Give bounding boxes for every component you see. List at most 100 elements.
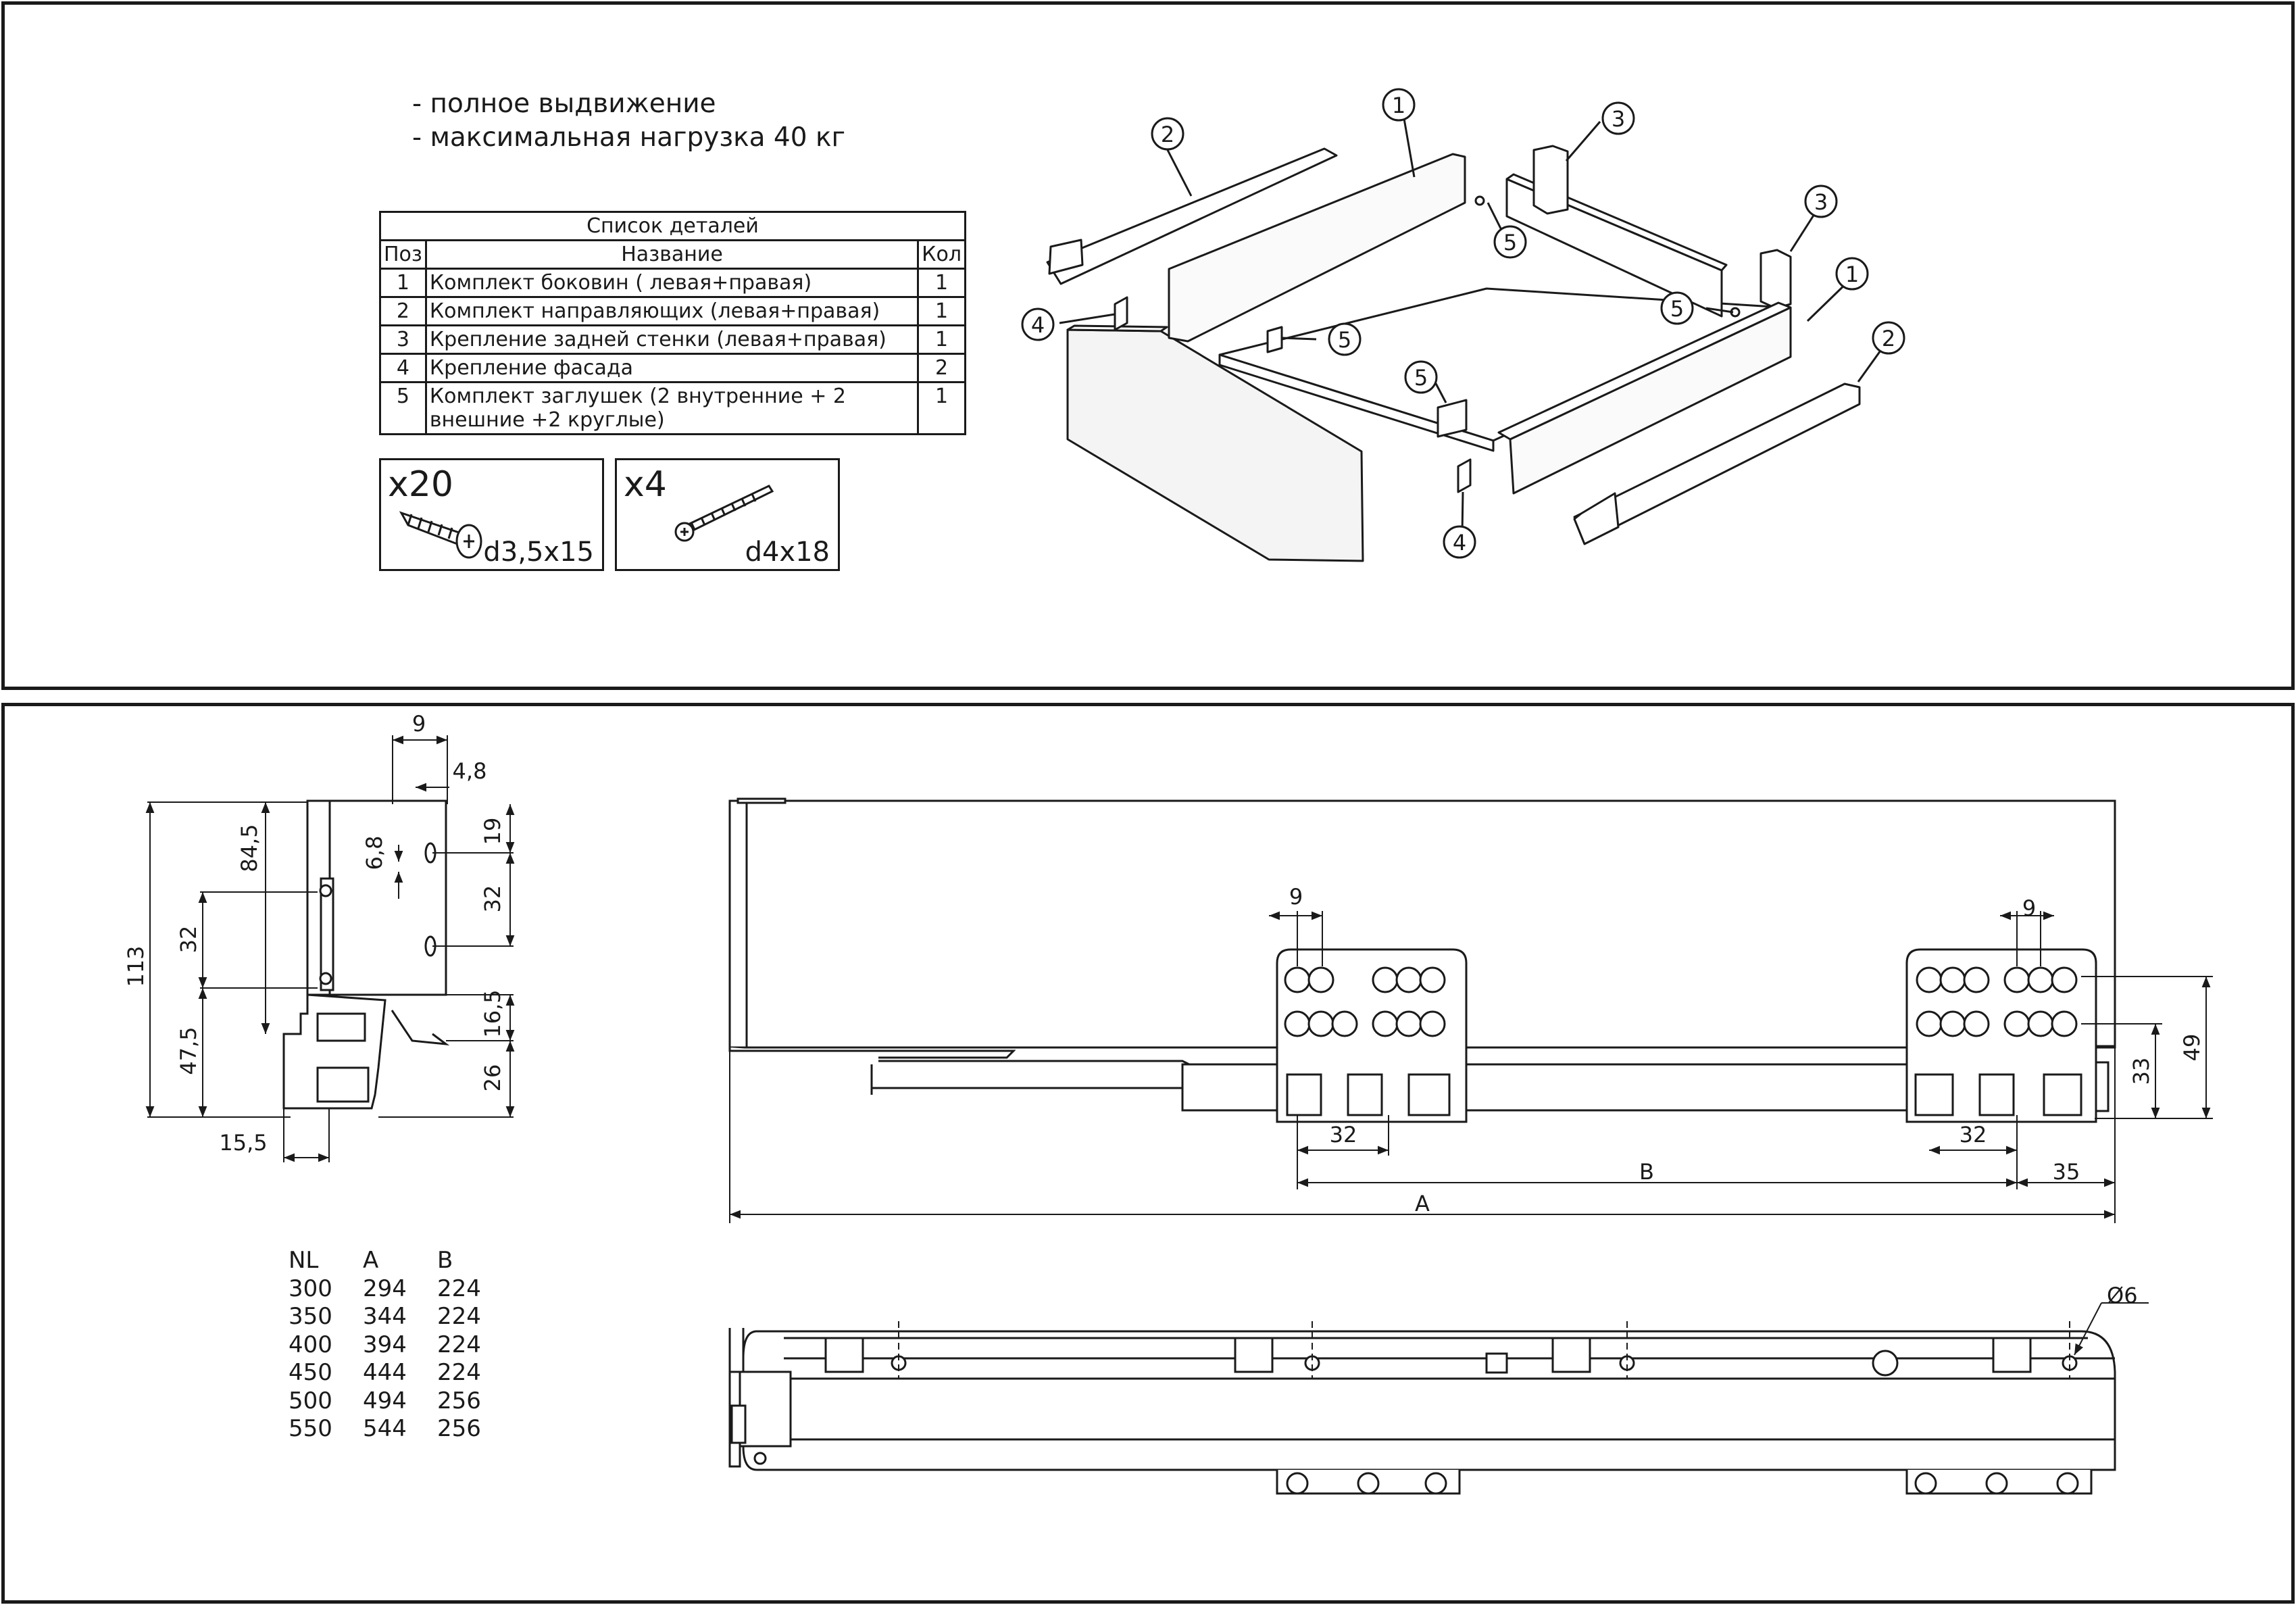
side-profile-dims	[145, 735, 515, 1162]
callout-1a: 1	[1382, 88, 1416, 122]
cell-b: 224	[437, 1275, 481, 1302]
svg-text:5: 5	[1503, 230, 1517, 255]
drawer-assembly-illustration	[1046, 145, 1861, 562]
cell-a: 294	[363, 1275, 407, 1302]
table-row: 2 Комплект направляющих (левая+правая) 1	[379, 296, 966, 326]
callout-2b: 2	[1872, 321, 1905, 355]
dim-16-5: 16,5	[480, 989, 505, 1037]
cell-b: 256	[437, 1387, 481, 1414]
svg-text:4: 4	[1453, 530, 1466, 555]
dim-4-8: 4,8	[453, 758, 487, 784]
row-name: Комплект боковин ( левая+правая)	[424, 268, 920, 298]
side-profile-drawing	[282, 799, 450, 1110]
screw-size: d3,5x15	[483, 537, 594, 568]
cell-b: 224	[437, 1331, 481, 1358]
cell-nl: 300	[289, 1275, 332, 1302]
cell-b: 224	[437, 1303, 481, 1330]
dim-84-5: 84,5	[236, 824, 262, 872]
dim-A: A	[1415, 1191, 1430, 1216]
table-row: 450 444 224	[289, 1359, 511, 1387]
callout-5c: 5	[1328, 322, 1362, 356]
col-header-a: A	[363, 1247, 379, 1274]
parts-table: Список деталей Поз Название Кол 1 Компле…	[379, 211, 966, 435]
svg-text:3: 3	[1612, 106, 1625, 132]
cell-a: 444	[363, 1359, 407, 1386]
nl-dimensions-table: NL A B 300 294 224 350 344 224 400 394 2…	[289, 1247, 511, 1443]
table-row: 300 294 224	[289, 1275, 511, 1304]
cell-a: 494	[363, 1387, 407, 1414]
col-header-pos: Поз	[379, 239, 427, 270]
callout-5a: 5	[1493, 225, 1527, 259]
dim-32-left: 32	[176, 926, 201, 954]
row-qty: 1	[917, 324, 966, 355]
screw-size: d4x18	[745, 537, 830, 568]
cell-a: 394	[363, 1331, 407, 1358]
callout-5d: 5	[1404, 360, 1438, 394]
cell-nl: 500	[289, 1387, 332, 1414]
row-pos: 4	[379, 353, 427, 383]
row-pos: 2	[379, 296, 427, 326]
callout-circles: 1 1 2 2 3 3 4 4 5 5 5 5	[1021, 88, 1905, 559]
screw-count: x20	[388, 464, 453, 505]
col-header-b: B	[437, 1247, 453, 1274]
side-dim-labels: 9 4,8 19 6,8 84,5 32 32 113 16,5 47,5 26…	[123, 711, 505, 1156]
row-pos: 5	[379, 381, 427, 435]
row-pos: 1	[379, 268, 427, 298]
row-pos: 3	[379, 324, 427, 355]
table-row: 4 Крепление фасада 2	[379, 353, 966, 383]
dim-33: 33	[2128, 1058, 2154, 1085]
top-view-drawing	[728, 1328, 2116, 1495]
dim-32-left: 32	[1330, 1122, 1357, 1147]
row-name: Крепление задней стенки (левая+правая)	[424, 324, 920, 355]
front-view-drawing	[728, 797, 2116, 1112]
cell-b: 256	[437, 1415, 481, 1442]
svg-text:5: 5	[1338, 327, 1351, 353]
svg-text:1: 1	[1845, 262, 1859, 287]
flat-head-screw-icon	[399, 511, 482, 559]
dim-35: 35	[2053, 1159, 2080, 1185]
table-row: 3 Крепление задней стенки (левая+правая)…	[379, 324, 966, 355]
svg-text:2: 2	[1882, 326, 1895, 351]
table-row: 5 Комплект заглушек (2 внутренние + 2 вн…	[379, 381, 966, 435]
dim-47-5: 47,5	[176, 1027, 201, 1075]
dim-diameter-6: Ø6	[2107, 1283, 2138, 1308]
row-name: Комплект заглушек (2 внутренние + 2 внеш…	[424, 381, 920, 435]
table-row: 1 Комплект боковин ( левая+правая) 1	[379, 268, 966, 298]
row-qty: 1	[917, 381, 966, 435]
svg-text:3: 3	[1814, 189, 1828, 215]
svg-text:1: 1	[1392, 93, 1405, 118]
callout-4a: 4	[1021, 307, 1055, 341]
front-view-dims	[729, 911, 2213, 1223]
dim-6-8: 6,8	[361, 836, 387, 870]
feature-max-load: - максимальная нагрузка 40 кг	[412, 122, 846, 153]
screw-box-round: x4 d4x18	[615, 458, 840, 571]
dim-49: 49	[2179, 1034, 2205, 1062]
callout-3a: 3	[1601, 101, 1635, 135]
cell-nl: 350	[289, 1303, 332, 1330]
dim-32-right: 32	[1960, 1122, 1987, 1147]
callout-4b: 4	[1443, 525, 1476, 559]
front-mount-left	[1276, 948, 1468, 1123]
col-header-qty: Кол	[917, 239, 966, 270]
dim-19: 19	[480, 818, 505, 845]
callout-5b: 5	[1660, 291, 1694, 325]
screw-box-flat: x20 d3,5x15	[379, 458, 604, 571]
dim-32-right: 32	[480, 885, 505, 913]
table-row: 400 394 224	[289, 1331, 511, 1360]
row-qty: 1	[917, 268, 966, 298]
round-head-screw-icon	[674, 485, 774, 542]
svg-text:4: 4	[1031, 312, 1045, 338]
dim-9-right: 9	[2022, 895, 2036, 921]
callout-3b: 3	[1804, 184, 1838, 218]
feature-full-extension: - полное выдвижение	[412, 89, 716, 119]
dim-26: 26	[480, 1064, 505, 1092]
dim-9-left: 9	[1289, 884, 1303, 910]
row-name: Комплект направляющих (левая+правая)	[424, 296, 920, 326]
svg-text:2: 2	[1161, 122, 1174, 147]
row-qty: 2	[917, 353, 966, 383]
parts-table-title: Список деталей	[379, 211, 966, 241]
table-row: 350 344 224	[289, 1303, 511, 1331]
screw-count: x4	[624, 464, 667, 505]
row-name: Крепление фасада	[424, 353, 920, 383]
